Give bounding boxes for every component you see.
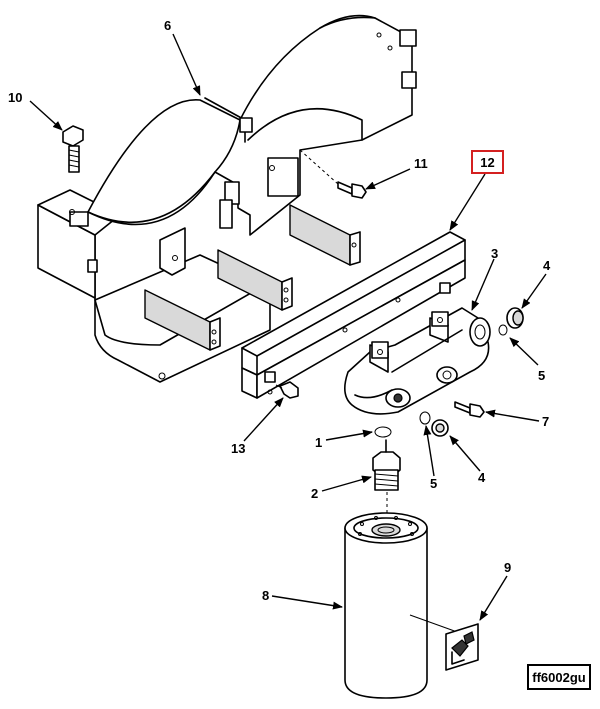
figure-reference-code: ff6002gu <box>527 664 591 690</box>
bolt-10 <box>62 125 84 173</box>
callout-9: 9 <box>504 560 511 575</box>
bolt-11 <box>337 181 367 199</box>
bolt-7 <box>454 401 485 418</box>
mounting-plate <box>241 231 466 399</box>
callout-10: 10 <box>8 90 22 105</box>
callout-4-upper: 4 <box>543 258 551 273</box>
callout-13: 13 <box>231 441 245 456</box>
callout-12-label: 12 <box>480 154 495 170</box>
callout-7: 7 <box>542 414 549 429</box>
highlighted-callout-12[interactable]: 12 <box>471 150 504 174</box>
callout-1: 1 <box>315 435 322 450</box>
callout-6: 6 <box>164 18 171 33</box>
callout-3: 3 <box>491 246 498 261</box>
filter-head <box>344 307 491 415</box>
adapter-nipple <box>372 439 401 491</box>
decal <box>445 623 479 671</box>
callout-5-lower: 5 <box>430 476 437 491</box>
o-ring-1 <box>374 426 392 438</box>
callout-labels: 6 10 11 3 4 5 7 4 5 1 2 13 8 9 <box>8 18 551 603</box>
reference-code-label: ff6002gu <box>532 669 586 685</box>
callout-5-upper: 5 <box>538 368 545 383</box>
bolt-13 <box>275 381 299 399</box>
o-ring-lower <box>419 411 431 425</box>
mounting-bracket <box>37 14 417 383</box>
leader-lines <box>29 33 547 621</box>
plug-lower <box>431 419 449 437</box>
o-ring-upper <box>498 324 508 336</box>
callout-2: 2 <box>311 486 318 501</box>
callout-4-lower: 4 <box>478 470 486 485</box>
plug-upper <box>506 307 524 329</box>
callout-11: 11 <box>414 156 428 171</box>
callout-8: 8 <box>262 588 269 603</box>
oil-filter <box>344 512 461 699</box>
